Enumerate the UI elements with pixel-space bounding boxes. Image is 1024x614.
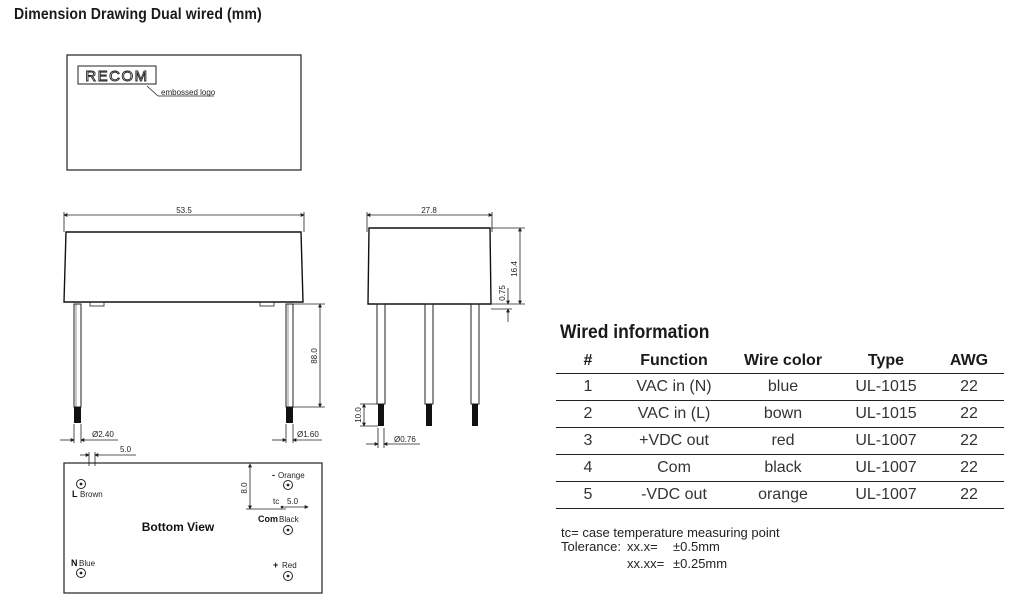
cell-function: -VDC out (620, 481, 728, 509)
pin-l-marker (76, 479, 86, 489)
cell-type: UL-1015 (838, 373, 934, 401)
col-header-function: Function (620, 348, 728, 374)
cell-type: UL-1007 (838, 454, 934, 482)
pin-red-color: Red (282, 561, 297, 570)
pin-com-color: Black (279, 515, 300, 524)
cell-function: VAC in (L) (620, 400, 728, 428)
cell-awg: 22 (934, 454, 1004, 482)
cell-wire-color: black (728, 454, 838, 482)
side-strip-dim: 10.0 (354, 407, 363, 423)
side-standoff-dim: 0.75 (498, 285, 507, 301)
front-pin-length-dim: 88.0 (310, 348, 319, 364)
tolerance-key-2: xx.xx= (627, 556, 665, 571)
recom-logo-text: RECOM (85, 68, 148, 85)
front-pin-dia-left: Ø2.40 (92, 430, 114, 439)
tolerance-row-2: xx.xx= ±0.25mm (561, 557, 780, 571)
bottom-view: 5.0 8.0 tc 5.0 L Brown N Blue - Orange C… (63, 445, 323, 594)
pin-n-letter: N (71, 558, 78, 568)
pin-com-letter: Com (258, 514, 278, 524)
tolerance-label: Tolerance: (561, 539, 621, 554)
cell-awg: 22 (934, 481, 1004, 509)
table-header-row: # Function Wire color Type AWG (556, 348, 1004, 374)
cell-awg: 22 (934, 373, 1004, 401)
cell-type: UL-1015 (838, 400, 934, 428)
tolerance-row-1: Tolerance: xx.x= ±0.5mm (561, 540, 780, 554)
pin-orange-marker (283, 480, 293, 490)
table-row: 2 VAC in (L) bown UL-1015 22 (556, 400, 1004, 428)
cell-awg: 22 (934, 427, 1004, 455)
page-title: Dimension Drawing Dual wired (mm) (14, 6, 262, 23)
cell-type: UL-1007 (838, 481, 934, 509)
wired-info-table: # Function Wire color Type AWG 1 VAC in … (556, 348, 1004, 509)
cell-wire-color: bown (728, 400, 838, 428)
tolerance-value-1: ±0.5mm (673, 539, 720, 554)
recom-logo (77, 65, 157, 85)
wired-info-title: Wired information (560, 322, 710, 343)
cell-function: VAC in (N) (620, 373, 728, 401)
pin-com-marker (283, 525, 293, 535)
pin-l-color: Brown (80, 490, 103, 499)
pin-l-letter: L (72, 489, 78, 499)
cell-type: UL-1007 (838, 427, 934, 455)
table-row: 4 Com black UL-1007 22 (556, 454, 1004, 482)
cell-number: 2 (556, 400, 620, 428)
pin-red-sign: + (273, 560, 278, 570)
wired-information: Wired information # Function Wire color … (556, 322, 1006, 509)
table-row: 1 VAC in (N) blue UL-1015 22 (556, 373, 1004, 401)
bottom-vertical-dim: 8.0 (240, 482, 249, 494)
tc-label: tc (273, 497, 279, 506)
cell-function: +VDC out (620, 427, 728, 455)
tolerance-key-1: xx.x= (627, 539, 658, 554)
logo-note: embossed logo (161, 88, 216, 97)
pin-red-marker (283, 571, 293, 581)
cell-awg: 22 (934, 400, 1004, 428)
cell-number: 1 (556, 373, 620, 401)
side-view: 27.8 16.4 0.75 10.0 Ø0.76 (354, 206, 525, 448)
table-row: 5 -VDC out orange UL-1007 22 (556, 481, 1004, 509)
cell-wire-color: blue (728, 373, 838, 401)
cell-number: 4 (556, 454, 620, 482)
front-width-dim: 53.5 (176, 206, 192, 215)
top-view: RECOM embossed logo (66, 54, 302, 171)
side-wire-dia: Ø0.76 (394, 435, 416, 444)
front-view: 53.5 88.0 Ø2.40 Ø1.60 (60, 206, 325, 443)
tc-note-text: tc= case temperature measuring point (561, 525, 780, 540)
tc-dim: 5.0 (287, 497, 299, 506)
col-header-awg: AWG (934, 348, 1004, 374)
col-header-type: Type (838, 348, 934, 374)
col-header-number: # (556, 348, 620, 374)
pin-orange-color: Orange (278, 471, 305, 480)
cell-wire-color: orange (728, 481, 838, 509)
cell-number: 5 (556, 481, 620, 509)
tolerance-value-2: ±0.25mm (673, 556, 728, 571)
tc-note: tc= case temperature measuring point (561, 526, 780, 540)
notes: tc= case temperature measuring point Tol… (561, 526, 780, 571)
bottom-pitch-dim: 5.0 (120, 445, 132, 454)
pin-n-marker (76, 568, 86, 578)
side-height-dim: 16.4 (510, 261, 519, 277)
bottom-view-title: Bottom View (142, 520, 215, 534)
cell-number: 3 (556, 427, 620, 455)
col-header-wire-color: Wire color (728, 348, 838, 374)
side-width-dim: 27.8 (421, 206, 437, 215)
pin-n-color: Blue (79, 559, 96, 568)
table-row: 3 +VDC out red UL-1007 22 (556, 427, 1004, 455)
front-pin-dia-right: Ø1.60 (297, 430, 319, 439)
cell-function: Com (620, 454, 728, 482)
cell-wire-color: red (728, 427, 838, 455)
pin-orange-sign: - (272, 470, 275, 480)
